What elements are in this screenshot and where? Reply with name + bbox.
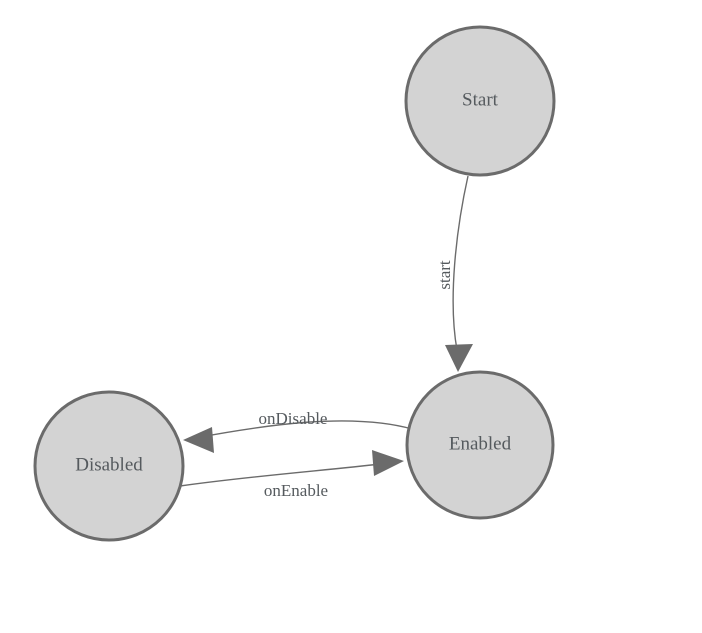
- edge-line-onenable: [179, 463, 381, 487]
- edge-label-start: start: [435, 260, 454, 290]
- node-circle-start[interactable]: [404, 25, 556, 177]
- node-enabled[interactable]: Enabled: [405, 370, 555, 520]
- node-label-start: Start: [462, 89, 499, 110]
- node-disabled[interactable]: Disabled: [33, 390, 185, 542]
- edge-line-ondisable: [194, 420, 413, 439]
- edge-start-to-enabled: start: [435, 175, 473, 372]
- arrowhead-start-to-enabled: [445, 344, 473, 372]
- edge-enabled-to-disabled: onDisable: [183, 409, 413, 453]
- node-circle-enabled[interactable]: [405, 370, 555, 520]
- arrowhead-enabled-to-disabled: [183, 427, 214, 453]
- arrowhead-disabled-to-enabled: [372, 450, 404, 476]
- edge-label-ondisable: onDisable: [259, 409, 328, 428]
- edge-line-start: [452, 175, 469, 351]
- node-label-enabled: Enabled: [449, 433, 512, 454]
- node-start[interactable]: Start: [404, 25, 556, 177]
- edge-disabled-to-enabled: onEnable: [179, 450, 404, 500]
- node-circle-disabled[interactable]: [33, 390, 185, 542]
- node-label-disabled: Disabled: [75, 454, 143, 475]
- edge-label-onenable: onEnable: [264, 481, 328, 500]
